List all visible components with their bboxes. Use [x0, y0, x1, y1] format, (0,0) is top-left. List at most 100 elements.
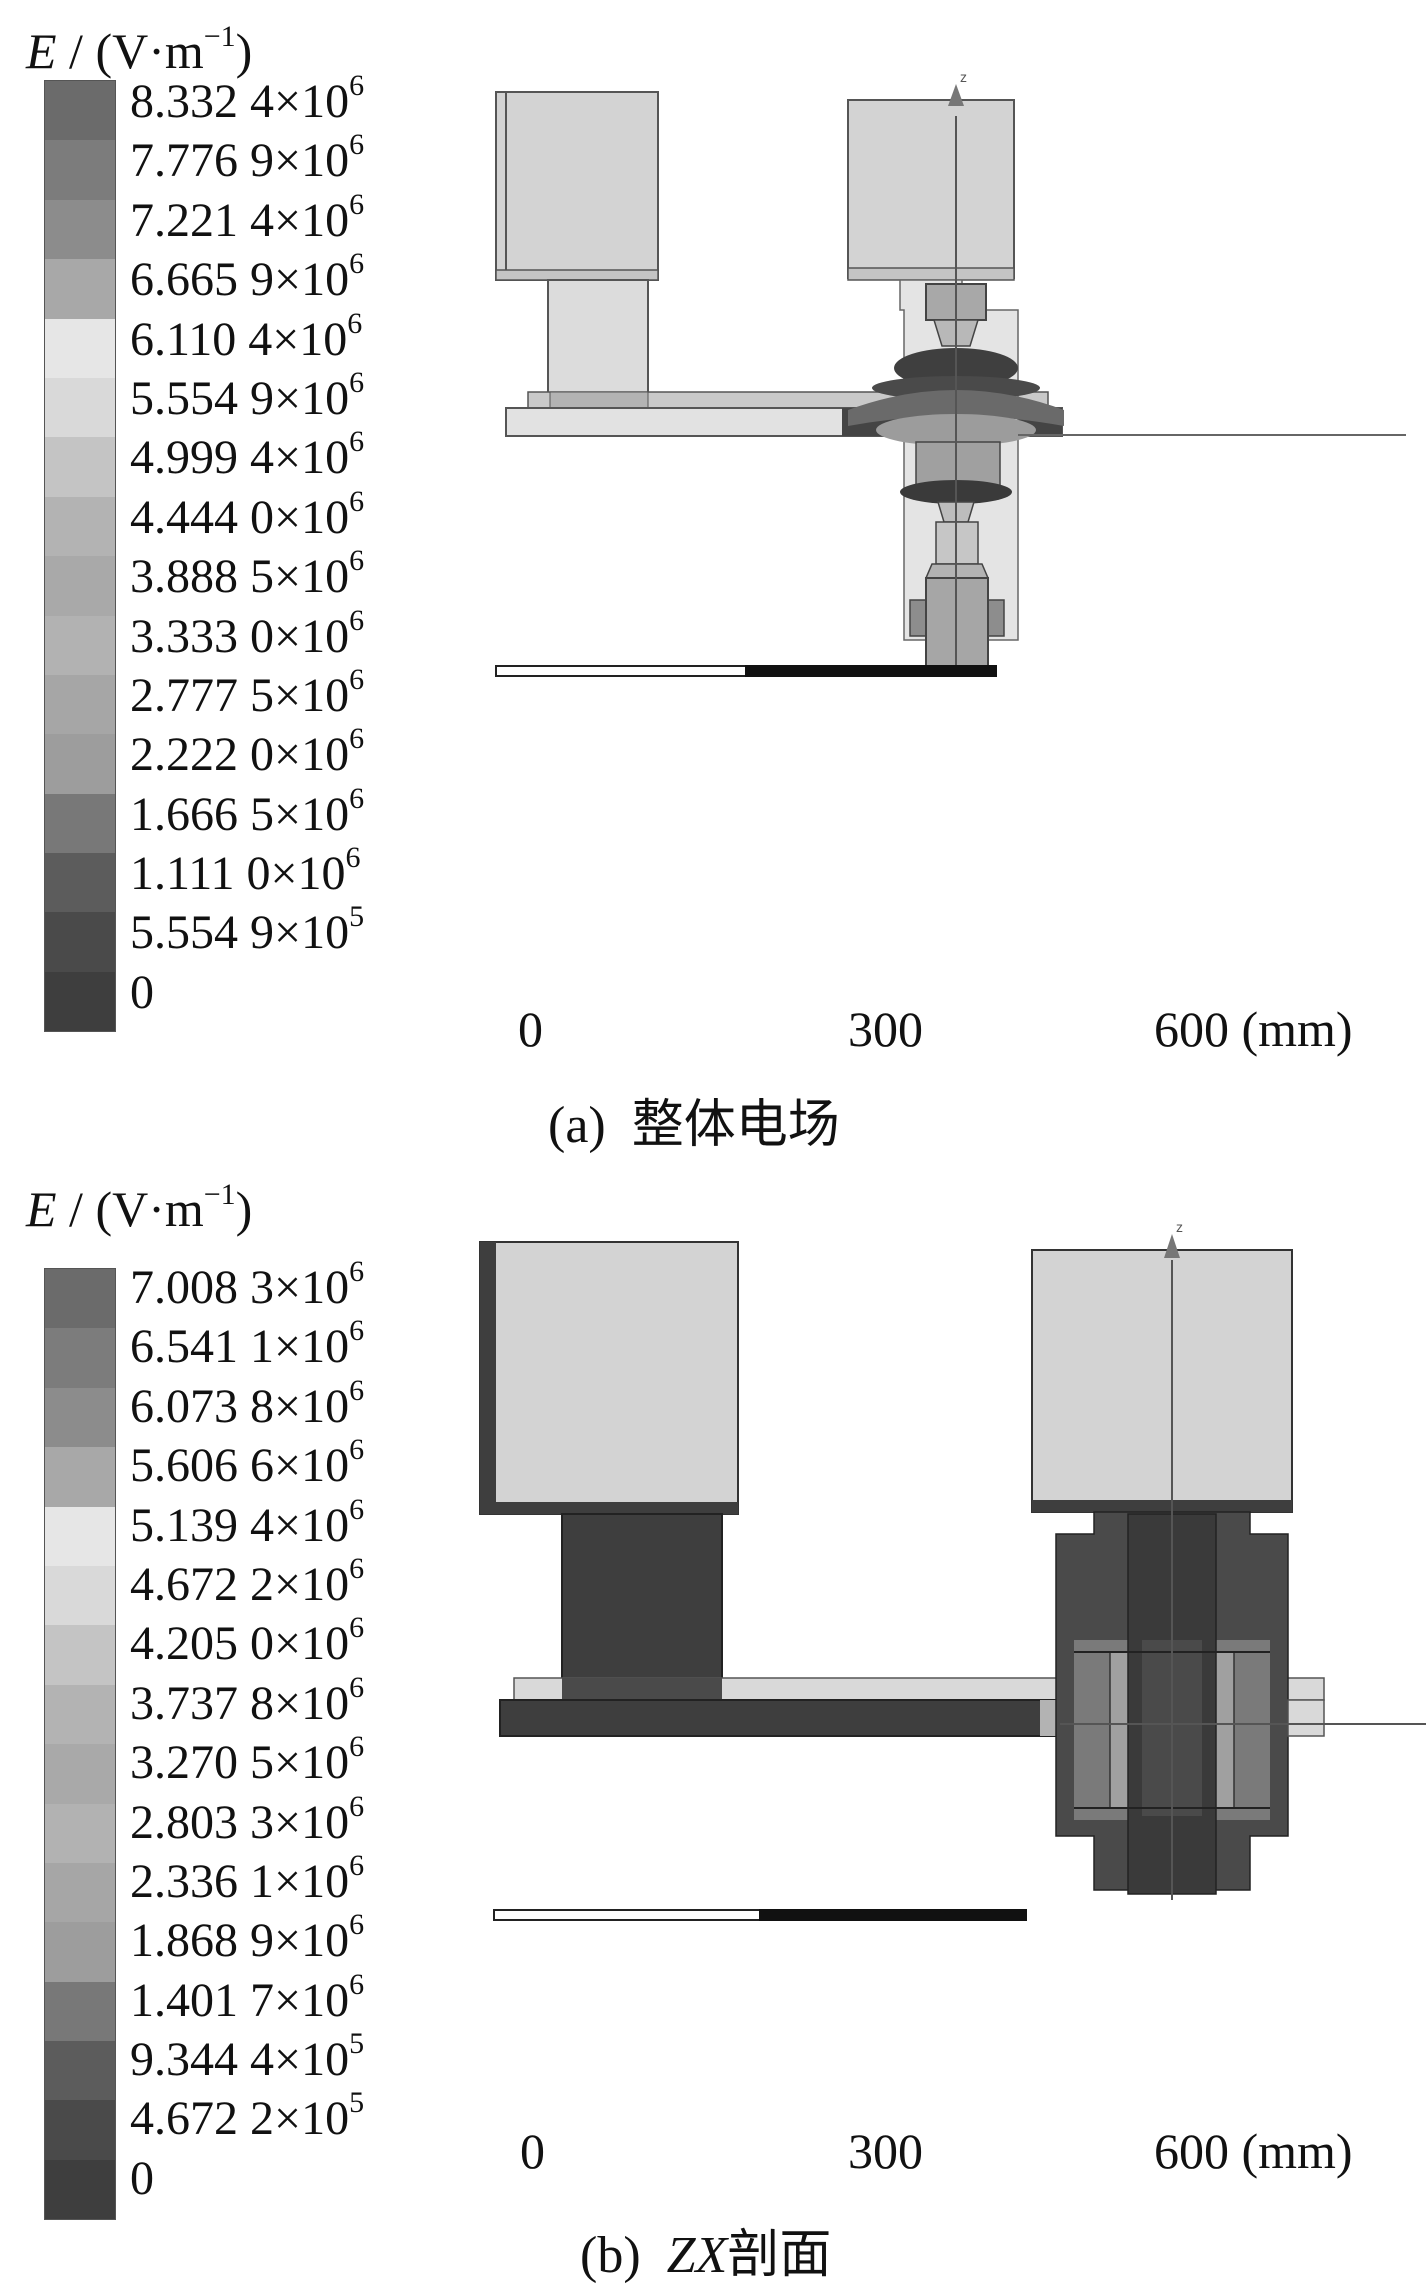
legend-label: 3.888 5×106: [130, 546, 364, 606]
caption-b-italic: ZX: [666, 2227, 728, 2284]
legend-exponent: 6: [349, 1611, 365, 1645]
legend-label: 2.777 5×106: [130, 662, 365, 725]
left-cabinet: [479, 1241, 739, 1515]
scale-bar-white: [493, 1909, 761, 1921]
legend-mantissa: 3.270 5×10: [130, 1736, 350, 1790]
field-drawing: z: [479, 1220, 1426, 1921]
legend-mantissa: 1.868 9×10: [130, 1914, 350, 1968]
legend-exponent: 6: [349, 69, 365, 102]
legend-swatch: [45, 1803, 115, 1863]
legend-exponent: 6: [349, 1255, 365, 1288]
legend-label: 3.270 5×106: [130, 1732, 364, 1792]
legend-swatch: [45, 674, 115, 735]
legend-swatch: [45, 793, 115, 854]
legend-swatch: [45, 1744, 115, 1804]
legend-mantissa: 4.672 2×10: [130, 1557, 350, 1611]
legend-mantissa: 7.008 3×10: [130, 1261, 350, 1314]
legend-label: 9.344 4×105: [130, 2029, 364, 2089]
legend-swatch: [45, 437, 115, 497]
legend-label: 7.221 4×106: [130, 189, 364, 250]
legend-exponent: 6: [349, 425, 365, 459]
z-axis-label: z: [960, 70, 967, 85]
left-column: [547, 279, 649, 411]
legend-swatch: [45, 853, 115, 913]
legend-label: 5.554 9×106: [130, 365, 365, 428]
legend-swatch: [45, 81, 115, 141]
caption-b-text: 剖面: [727, 2227, 832, 2284]
legend-label: 1.111 0×106: [130, 841, 364, 903]
legend-mantissa: 3.737 8×10: [130, 1676, 350, 1730]
legend-mantissa: 6.110 4×10: [130, 312, 348, 366]
legend-exponent: 6: [349, 1967, 365, 2001]
legend-label: 5.606 6×106: [130, 1433, 365, 1495]
legend-exponent: 6: [345, 841, 361, 875]
legend-mantissa: 6.541 1×10: [130, 1320, 350, 1374]
legend-mantissa: 4.999 4×10: [130, 431, 350, 485]
z-axis-label: z: [1176, 1220, 1183, 1235]
legend-swatch: [45, 377, 115, 438]
legend-mantissa: 5.139 4×10: [130, 1498, 350, 1552]
legend-label: 0: [130, 963, 364, 1022]
legend-exponent: 6: [349, 484, 365, 518]
legend-swatch: [45, 2100, 115, 2160]
legend-exponent: 6: [349, 1492, 365, 1526]
legend-title: E / (V·m−1): [26, 22, 252, 80]
scale-bar-black: [759, 1909, 1027, 1921]
legend-label: 2.803 3×106: [130, 1789, 365, 1852]
legend-swatch: [45, 1862, 115, 1923]
legend-swatch: [45, 496, 115, 557]
legend-swatch: [45, 318, 115, 378]
right-cabinet: [847, 99, 1015, 279]
legend-exponent: 6: [349, 1433, 365, 1467]
legend-mantissa: 5.554 9×10: [130, 906, 350, 960]
legend-exponent: 6: [349, 1314, 365, 1348]
left-column: [561, 1513, 723, 1701]
legend-label: 8.332 4×106: [130, 69, 365, 131]
legend-mantissa: 4.672 2×10: [130, 2092, 350, 2146]
legend-exponent: 6: [349, 1789, 365, 1823]
legend-label: 5.554 9×105: [130, 902, 364, 962]
legend-mantissa: 6.665 9×10: [130, 253, 350, 307]
field-drawing: z: [495, 70, 1406, 677]
legend-exponent: 6: [349, 1373, 365, 1407]
legend-exponent: 6: [349, 1848, 365, 1882]
caption-b-prefix: (b): [580, 2227, 641, 2284]
legend-label: 6.110 4×106: [130, 308, 364, 369]
legend-mantissa: 1.111 0×10: [130, 847, 346, 901]
caption-a-prefix: (a): [548, 1097, 606, 1154]
legend-label: 4.672 2×106: [130, 1551, 365, 1614]
legend-exponent: 6: [349, 603, 365, 637]
scale-bar-white: [495, 665, 747, 677]
legend-swatch: [45, 1684, 115, 1745]
legend-swatch: [45, 1328, 115, 1388]
color-legend-bar: [44, 80, 116, 1033]
legend-mantissa: 3.888 5×10: [130, 550, 350, 604]
legend-label: 4.999 4×106: [130, 425, 365, 487]
legend-symbol: E: [26, 23, 57, 79]
legend-mantissa: 1.666 5×10: [130, 787, 350, 841]
legend-label: 4.205 0×106: [130, 1611, 365, 1673]
scale-label-600: 600 (mm): [1154, 2123, 1353, 2179]
legend-mantissa: 9.344 4×10: [130, 2033, 350, 2087]
scale-label-300: 300: [848, 1001, 923, 1057]
legend-exponent: 6: [349, 365, 365, 399]
legend-unit-close: ): [235, 1181, 253, 1237]
legend-symbol: E: [26, 1181, 57, 1237]
legend-label: 1.401 7×106: [130, 1967, 365, 2030]
z-axis-arrow: [1164, 1234, 1180, 1258]
legend-label: 7.776 9×106: [130, 130, 364, 190]
legend-swatch: [45, 2041, 115, 2101]
legend-mantissa: 4.444 0×10: [130, 490, 350, 544]
busbar: [499, 1699, 1061, 1737]
left-cabinet: [495, 91, 659, 281]
legend-swatch: [45, 199, 115, 260]
legend-exponent: 6: [349, 662, 365, 696]
caption-a-text: 整体电场: [631, 1097, 840, 1154]
legend-label: 4.672 2×105: [130, 2088, 364, 2148]
legend-exponent: 6: [349, 1551, 365, 1585]
legend-label: 1.666 5×106: [130, 783, 364, 844]
scale-label-600: 600 (mm): [1154, 1001, 1353, 1057]
